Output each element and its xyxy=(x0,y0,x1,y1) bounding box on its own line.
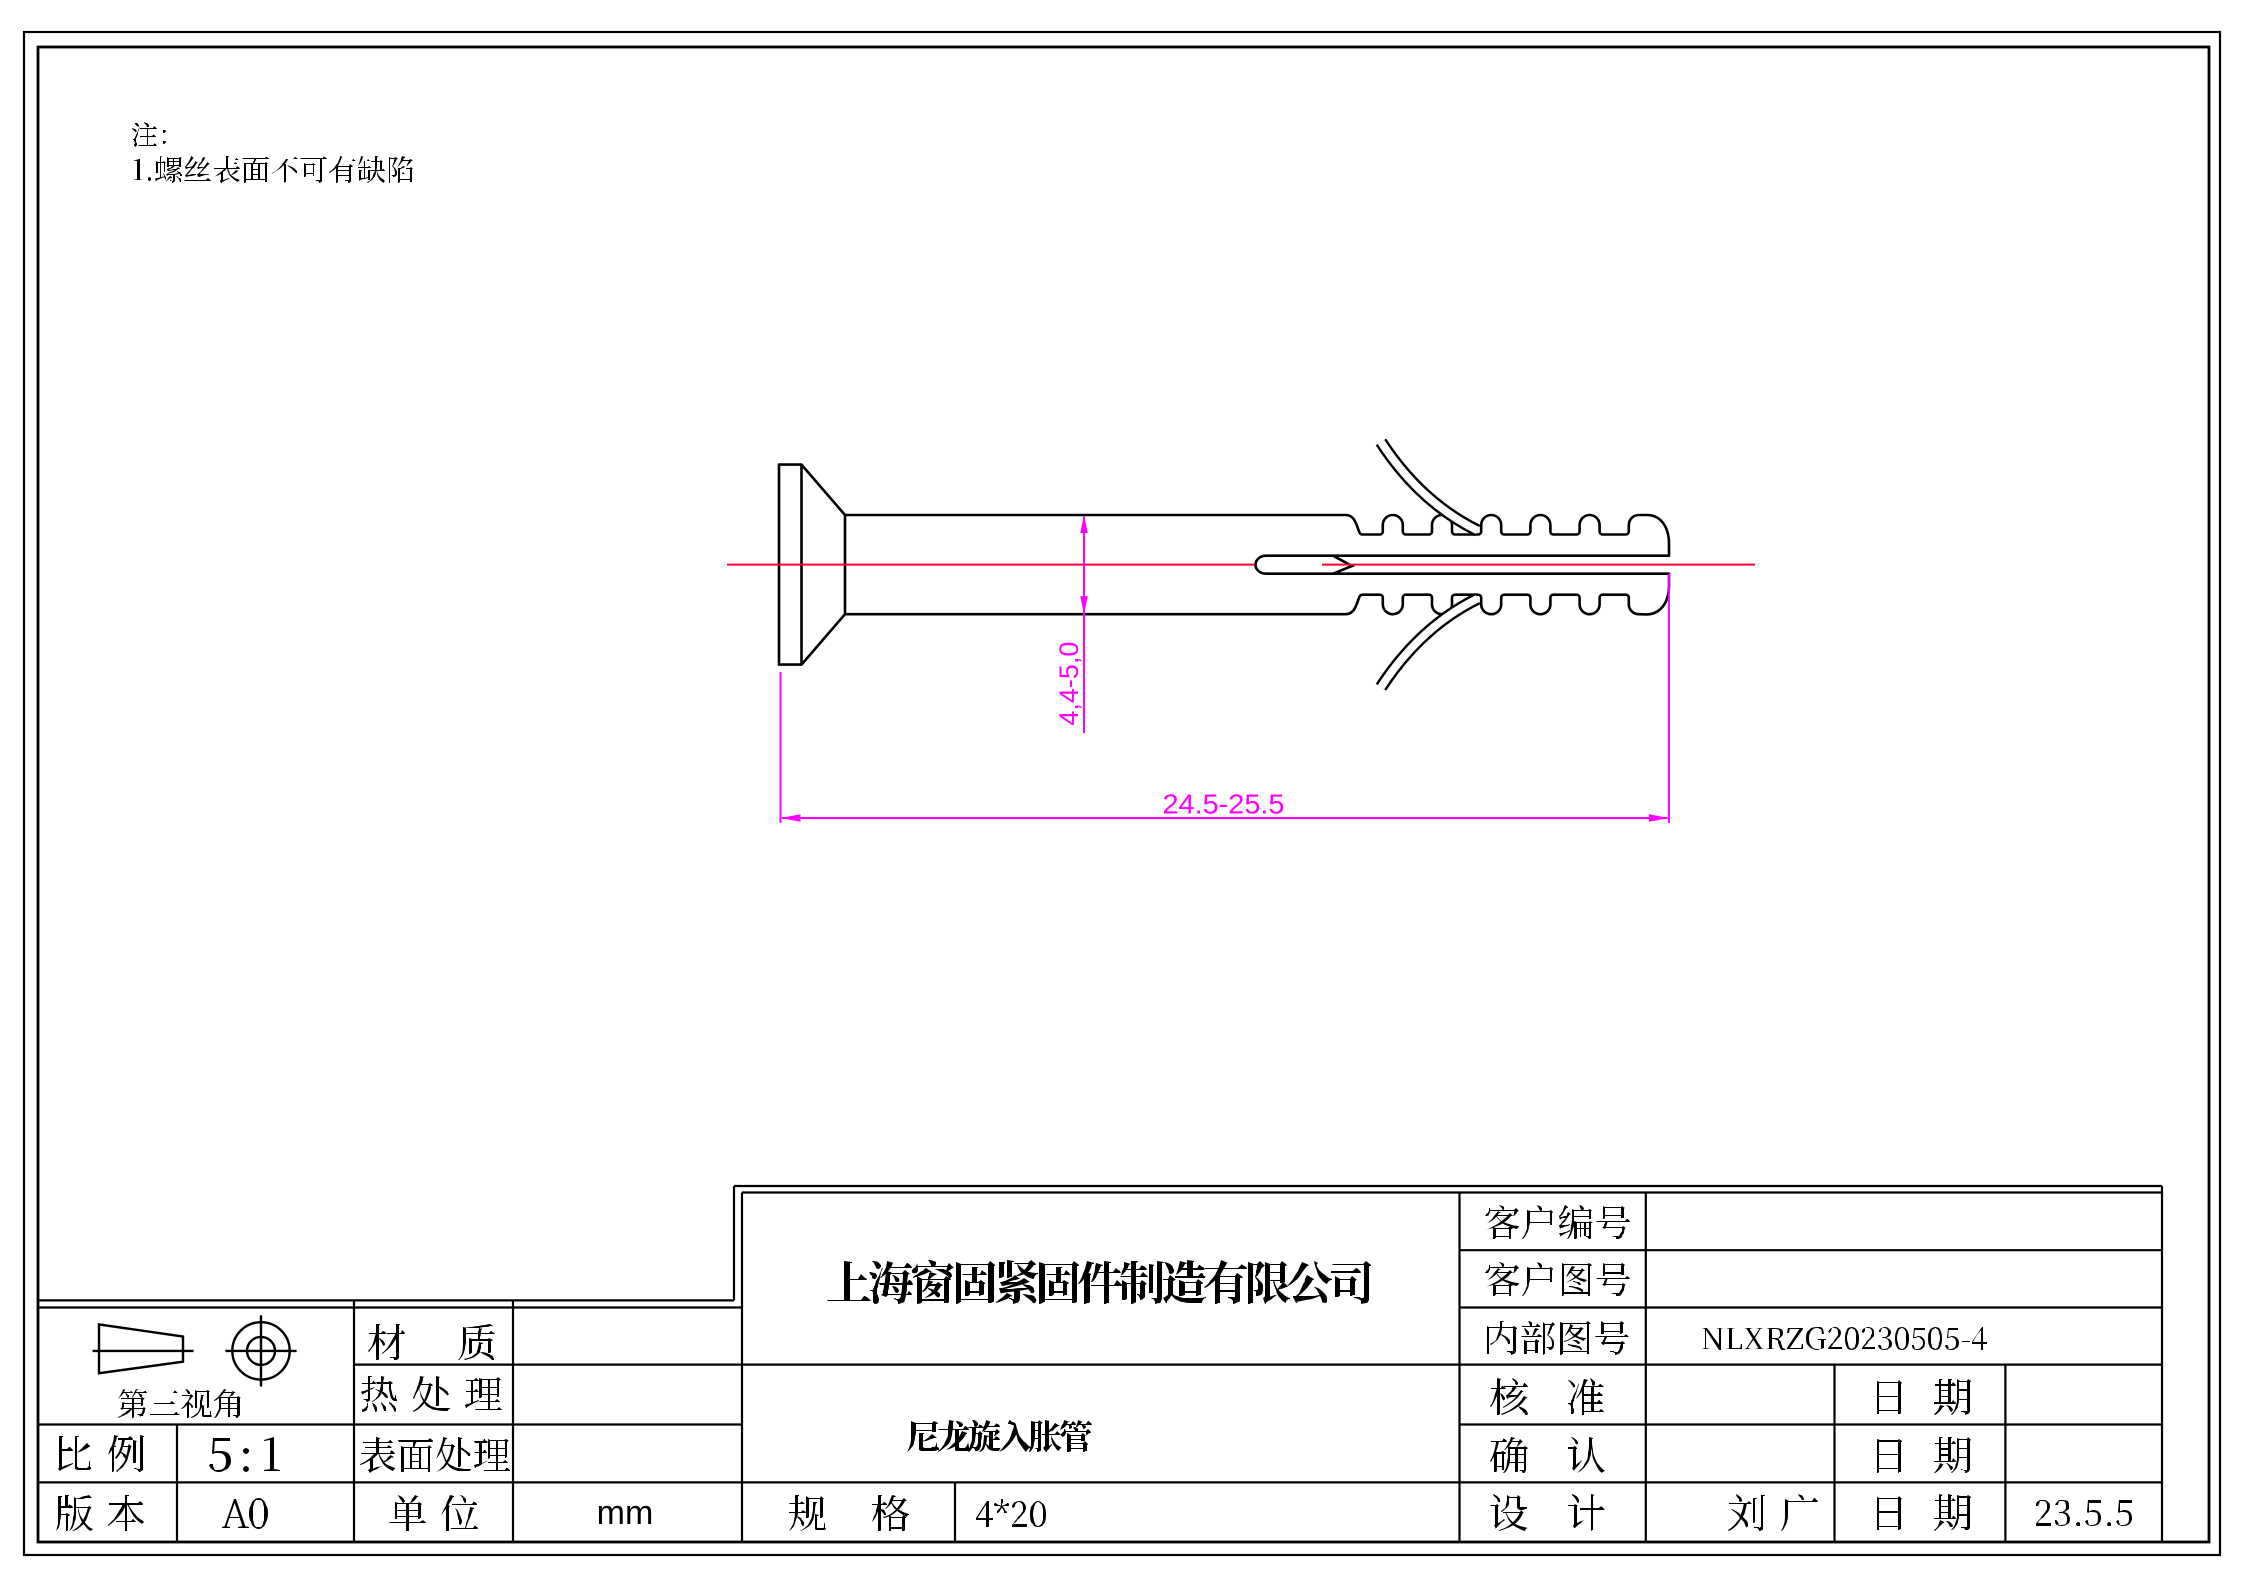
svg-text:mm: mm xyxy=(597,1494,654,1532)
svg-text:4,4-5,0: 4,4-5,0 xyxy=(1054,642,1084,726)
svg-text:24.5-25.5: 24.5-25.5 xyxy=(1163,789,1285,820)
